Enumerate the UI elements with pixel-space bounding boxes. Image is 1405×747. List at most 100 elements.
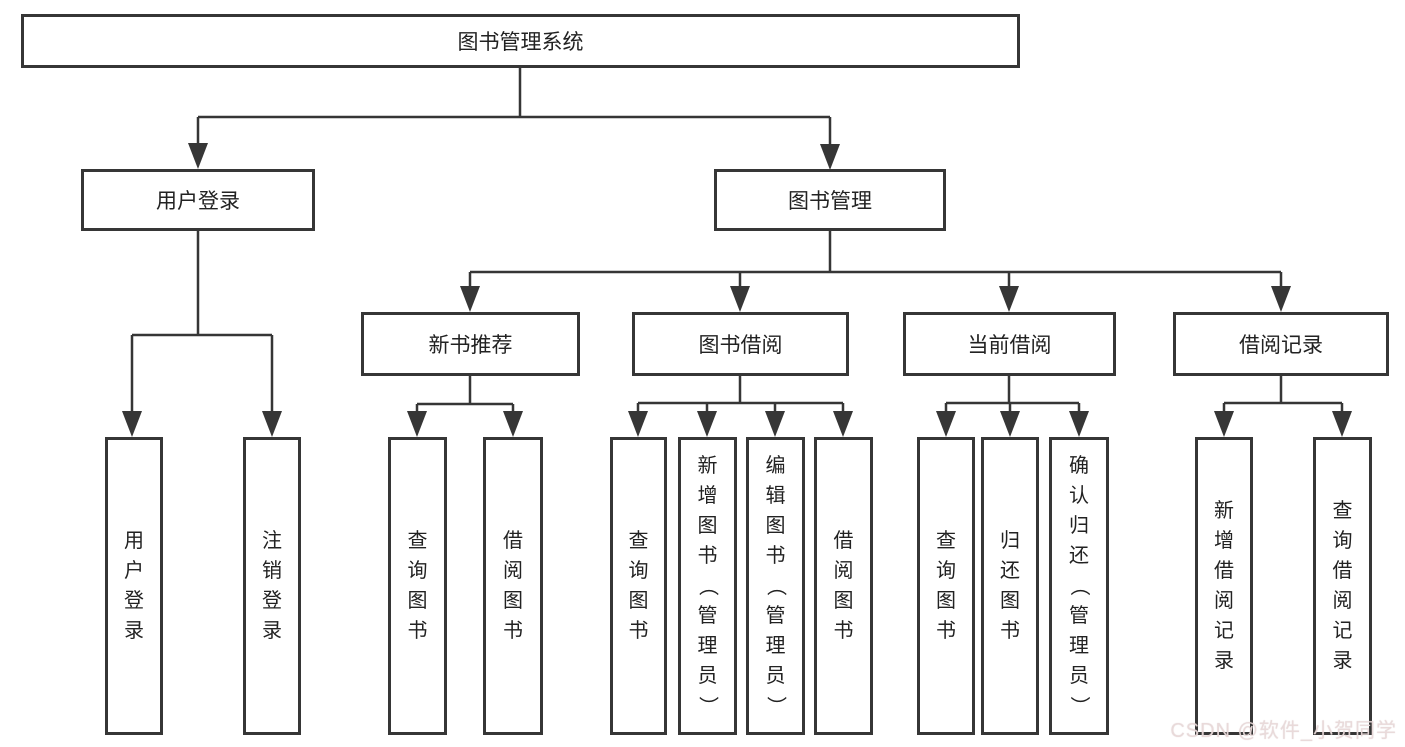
vertical-char: 员: [765, 665, 786, 687]
watermark: CSDN @软件_小贺同学: [1170, 720, 1397, 742]
vertical-char: 图: [407, 590, 428, 612]
vertical-char: 归: [1000, 530, 1020, 552]
node-ul-login: 用户登录: [105, 437, 163, 735]
vertical-char: 借: [1214, 560, 1234, 582]
vertical-char: 图: [765, 515, 786, 537]
vertical-char: ）: [764, 696, 787, 716]
arrow-to-cb-confirm: [1069, 411, 1089, 437]
arrow-to-new-book-rec: [460, 286, 480, 312]
arrow-to-bb-query: [628, 411, 648, 437]
arrowheads: [122, 143, 1352, 437]
vertical-char: 询: [407, 560, 428, 582]
arrow-to-ul-login: [122, 411, 142, 437]
vertical-char: 查: [407, 530, 428, 552]
vertical-char: （: [1068, 576, 1090, 596]
vertical-char: 书: [833, 620, 854, 642]
vertical-char: 图: [697, 515, 718, 537]
vertical-char: 新: [1214, 500, 1234, 522]
vertical-char: 录: [1214, 650, 1234, 672]
node-nbr-borrow: 借阅图书: [483, 437, 543, 735]
vertical-char: 书: [1000, 620, 1020, 642]
node-ul-logout: 注销登录: [243, 437, 301, 735]
vertical-char: ）: [696, 696, 719, 716]
node-bb-edit: 编辑图书 （ 管理员 ）: [746, 437, 805, 735]
arrow-to-bb-add: [697, 411, 717, 437]
vertical-char: 图: [1000, 590, 1020, 612]
arrow-to-bb-edit: [765, 411, 785, 437]
vertical-char: 阅: [1214, 590, 1234, 612]
vertical-char: 查: [628, 530, 649, 552]
vertical-char: 阅: [503, 560, 523, 582]
arrow-to-current-borrow: [999, 286, 1019, 312]
vertical-char: （: [764, 576, 787, 596]
vertical-char: 记: [1332, 620, 1353, 642]
vertical-char: 辑: [765, 485, 786, 507]
vertical-char: 阅: [833, 560, 854, 582]
arrow-to-ul-logout: [262, 411, 282, 437]
node-user-login: 用户登录: [81, 169, 315, 231]
node-current-borrow: 当前借阅: [903, 312, 1116, 376]
vertical-char: 增: [1214, 530, 1234, 552]
arrow-to-nbr-borrow: [503, 411, 523, 437]
vertical-char: 理: [697, 635, 718, 657]
vertical-char: 询: [1332, 530, 1353, 552]
node-nbr-query: 查询图书: [388, 437, 447, 735]
vertical-char: 还: [1000, 560, 1020, 582]
vertical-char: 借: [1332, 560, 1353, 582]
vertical-char: 新: [697, 455, 718, 477]
vertical-char: 录: [1332, 650, 1353, 672]
vertical-char: 图: [628, 590, 649, 612]
arrow-to-borrow-records: [1271, 286, 1291, 312]
vertical-char: 管: [697, 605, 718, 627]
vertical-char: 员: [1069, 665, 1089, 687]
node-cb-confirm: 确认归还（管理员）: [1049, 437, 1109, 735]
vertical-char: 书: [765, 545, 786, 567]
vertical-char: 登: [124, 590, 144, 612]
vertical-char: 确: [1069, 455, 1089, 477]
vertical-char: 还: [1069, 545, 1089, 567]
vertical-char: 登: [262, 590, 282, 612]
arrow-to-user-login: [188, 143, 208, 169]
vertical-char: 注: [262, 530, 282, 552]
vertical-char: 询: [628, 560, 649, 582]
node-book-borrow: 图书借阅: [632, 312, 849, 376]
arrow-to-book-mgmt: [820, 144, 840, 170]
vertical-char: ）: [1068, 696, 1090, 716]
vertical-char: 书: [628, 620, 649, 642]
vertical-char: 归: [1069, 515, 1089, 537]
vertical-char: 管: [765, 605, 786, 627]
node-cb-query: 查询图书: [917, 437, 975, 735]
connector-lines: [130, 67, 1344, 413]
vertical-char: （: [696, 576, 719, 596]
vertical-char: 查: [1332, 500, 1353, 522]
vertical-char: 图: [936, 590, 956, 612]
vertical-char: 书: [936, 620, 956, 642]
vertical-char: 阅: [1332, 590, 1353, 612]
vertical-char: 编: [765, 455, 786, 477]
vertical-char: 记: [1214, 620, 1234, 642]
node-bb-query: 查询图书: [610, 437, 667, 735]
node-br-query: 查询借阅记录: [1313, 437, 1372, 735]
node-borrow-records: 借阅记录: [1173, 312, 1389, 376]
arrow-to-br-query: [1332, 411, 1352, 437]
vertical-char: 书: [697, 545, 718, 567]
vertical-char: 理: [1069, 635, 1089, 657]
vertical-char: 员: [697, 665, 718, 687]
node-root: 图书管理系统: [21, 14, 1020, 68]
node-book-mgmt: 图书管理: [714, 169, 946, 231]
vertical-char: 管: [1069, 605, 1089, 627]
arrow-to-br-add: [1214, 411, 1234, 437]
vertical-char: 借: [833, 530, 854, 552]
vertical-char: 借: [503, 530, 523, 552]
node-br-add: 新增借阅记录: [1195, 437, 1253, 735]
arrow-to-bb-borrow: [833, 411, 853, 437]
vertical-char: 用: [124, 530, 144, 552]
vertical-char: 理: [765, 635, 786, 657]
vertical-char: 查: [936, 530, 956, 552]
vertical-char: 询: [936, 560, 956, 582]
arrow-to-cb-return: [1000, 411, 1020, 437]
vertical-char: 录: [124, 620, 144, 642]
node-bb-add: 新增图书（管理员）: [678, 437, 737, 735]
